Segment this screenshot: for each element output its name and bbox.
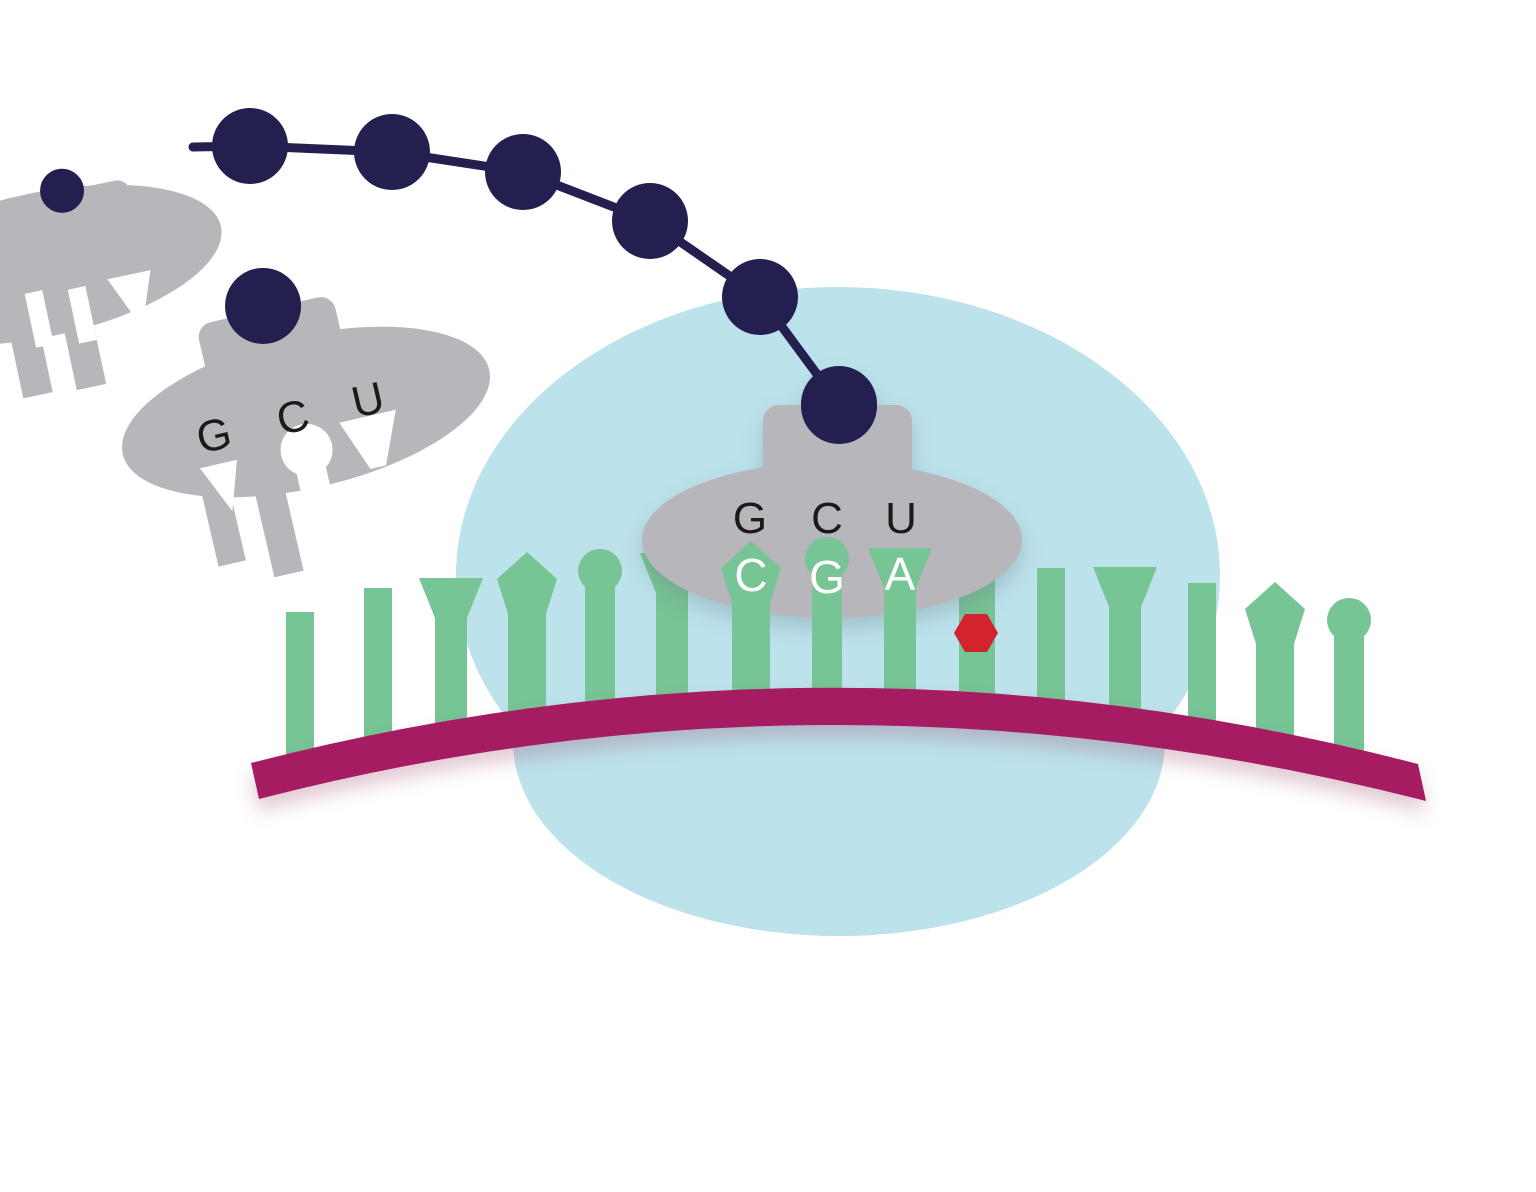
amino-acid-on-trna [40,168,85,213]
anticodon-socket-funnel [339,409,396,469]
mrna-base-plain [1037,568,1065,719]
mrna-base-pentagon [497,552,557,729]
amino-acid-bead [612,183,688,259]
anticodon-notch [67,286,97,344]
amino-acid-bead [212,108,288,184]
mrna-base-funnel [1093,567,1157,727]
mrna-strand [251,687,1426,801]
trna-body [122,326,490,498]
mrna-base-plain [286,612,314,771]
anticodon-foot [10,331,53,399]
amino-acid-bead [801,366,877,442]
mrna-base-pentagon [1245,582,1305,752]
mrna-base-pentagon: C [721,541,781,710]
mrna-base-plain [364,588,392,754]
amino-acid-bead [354,114,430,190]
anticodon-notch [24,290,54,348]
mrna-base-circle [578,549,622,720]
stop-signal-hexagon-icon [954,614,998,652]
anticodon-socket-wedge [199,459,237,512]
mrna-bases [286,549,1371,771]
polypeptide-chain [188,108,877,442]
anticodon-socket-slot [291,446,343,546]
amino-acid-bead [485,134,561,210]
anticodon-foot [254,484,304,578]
anticodon-letter: C [811,494,843,543]
mrna-base-funnel [419,578,483,741]
free-trna-small [0,168,222,399]
mrna-base-plain [1188,583,1216,739]
mrna-base-funnel [640,553,704,714]
anticodon-letter: U [885,494,917,543]
anticodon-letter: G [733,494,767,543]
codon-letter: A [885,548,916,600]
codon-letter: C [734,549,767,601]
mrna-base-circle: G [805,537,849,708]
amino-acid-bead [722,259,798,335]
codon-letter: G [809,551,845,603]
mrna-backbone [251,687,1426,801]
amino-acid-on-trna [225,267,302,344]
free-trna-large: G C U [122,267,490,578]
anticodon-foot [201,487,246,567]
mrna-base-funnel: A [868,548,932,709]
mrna-base-circle [1327,598,1371,768]
anticodon-notch-wedge [107,270,151,329]
